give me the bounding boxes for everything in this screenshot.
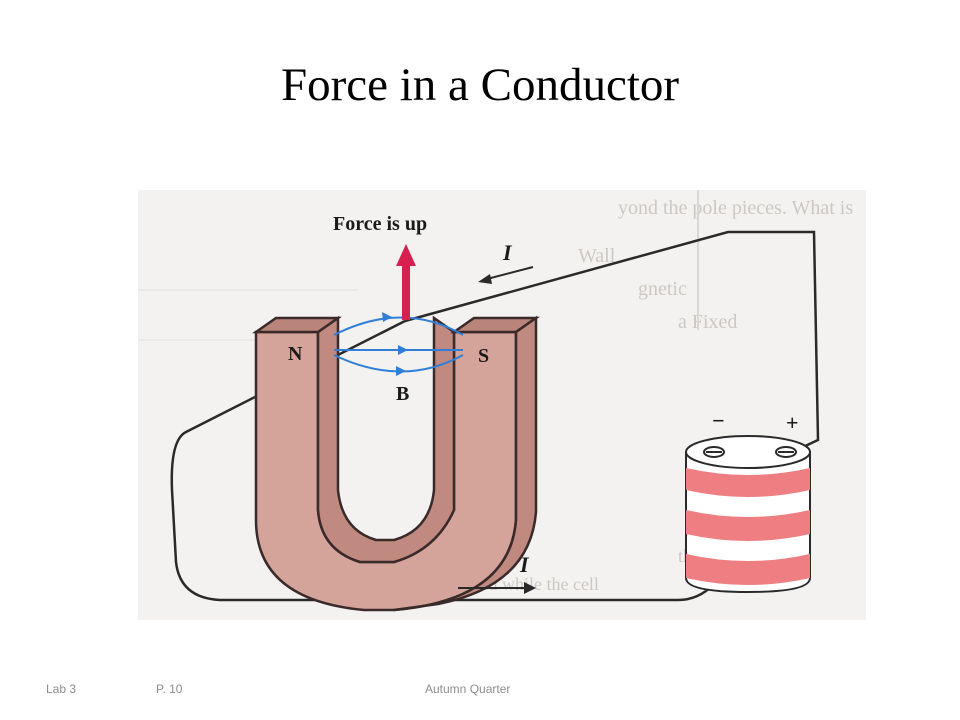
battery-stripe-2: [686, 510, 810, 541]
battery-plus-label: +: [786, 410, 799, 435]
svg-text:gnetic: gnetic: [638, 278, 687, 300]
current-label-top: I: [502, 240, 513, 265]
current-label-bottom: I: [519, 552, 530, 577]
current-arrow-bottom: [458, 582, 536, 594]
magnet-right-side: [393, 315, 538, 612]
svg-text:Wall: Wall: [578, 245, 616, 267]
battery: [685, 435, 811, 594]
current-arrow-top: [478, 266, 534, 284]
field-label: B: [396, 383, 409, 405]
force-label: Force is up: [333, 213, 427, 235]
footer-lab: Lab 3: [46, 682, 77, 696]
battery-stripe-1: [686, 468, 810, 497]
battery-top: [685, 435, 811, 469]
battery-terminals: [703, 446, 797, 458]
battery-stripe-3: [686, 554, 810, 585]
slide-title: Force in a Conductor: [280, 59, 680, 111]
conductor-force-figure: yond the pole pieces. What is Wall gneti…: [138, 190, 866, 620]
field-arrowheads: [382, 312, 408, 376]
north-pole-label: N: [288, 343, 303, 365]
battery-minus-label: −: [712, 408, 725, 433]
force-arrow: [396, 244, 416, 320]
svg-text:a Fixed: a Fixed: [678, 311, 737, 333]
footer-page-number: P. 10: [156, 682, 183, 696]
svg-text:yond the pole pieces. What is: yond the pole pieces. What is: [618, 197, 853, 219]
footer-term: Autumn Quarter: [425, 682, 511, 696]
magnet-north-face: [252, 316, 342, 334]
south-pole-label: S: [478, 345, 489, 367]
